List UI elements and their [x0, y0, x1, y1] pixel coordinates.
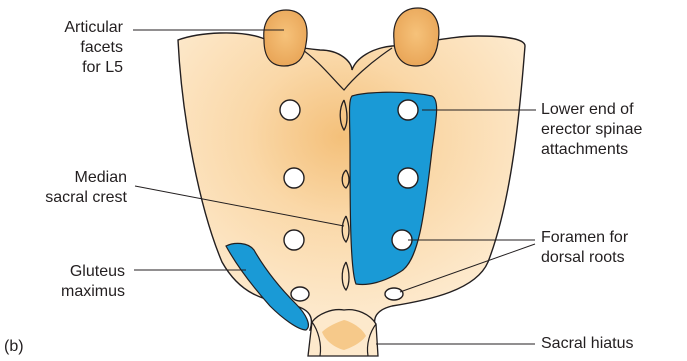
label-sacral-hiatus: Sacral hiatus	[541, 334, 634, 354]
label-erector-spinae-line-1: Lower end of	[541, 100, 642, 120]
panel-label: (b)	[4, 337, 24, 357]
label-median-sacral-crest-line-1: Median	[45, 168, 127, 188]
label-articular-facets-line-3: for L5	[64, 58, 123, 78]
label-articular-facets-line-1: Articular	[64, 18, 123, 38]
label-sacral-hiatus-line-1: Sacral hiatus	[541, 334, 634, 354]
dorsal-foramen-l3	[284, 230, 304, 250]
label-erector-spinae-line-2: erector spinae	[541, 120, 642, 140]
dorsal-foramen-r4	[385, 288, 403, 300]
dorsal-foramen-l1	[280, 100, 300, 120]
articular-facet-right	[394, 8, 439, 66]
label-gluteus-maximus-line-2: maximus	[61, 282, 125, 302]
articular-facet-left	[264, 10, 307, 66]
label-gluteus-maximus: Gluteus maximus	[61, 262, 125, 302]
dorsal-foramen-r2	[398, 168, 418, 188]
label-foramen-line-1: Foramen for	[541, 228, 628, 248]
label-erector-spinae: Lower end of erector spinae attachments	[541, 100, 642, 160]
dorsal-foramen-l4	[291, 287, 309, 301]
label-foramen-line-2: dorsal roots	[541, 248, 628, 268]
label-erector-spinae-line-3: attachments	[541, 140, 642, 160]
dorsal-foramen-l2	[284, 168, 304, 188]
label-median-sacral-crest: Median sacral crest	[45, 168, 127, 208]
label-articular-facets-line-2: facets	[64, 38, 123, 58]
label-median-sacral-crest-line-2: sacral crest	[45, 188, 127, 208]
panel-label-text: (b)	[4, 337, 24, 357]
label-foramen-dorsal-roots: Foramen for dorsal roots	[541, 228, 628, 268]
dorsal-foramen-r1	[398, 100, 418, 120]
label-gluteus-maximus-line-1: Gluteus	[61, 262, 125, 282]
label-articular-facets: Articular facets for L5	[64, 18, 123, 78]
